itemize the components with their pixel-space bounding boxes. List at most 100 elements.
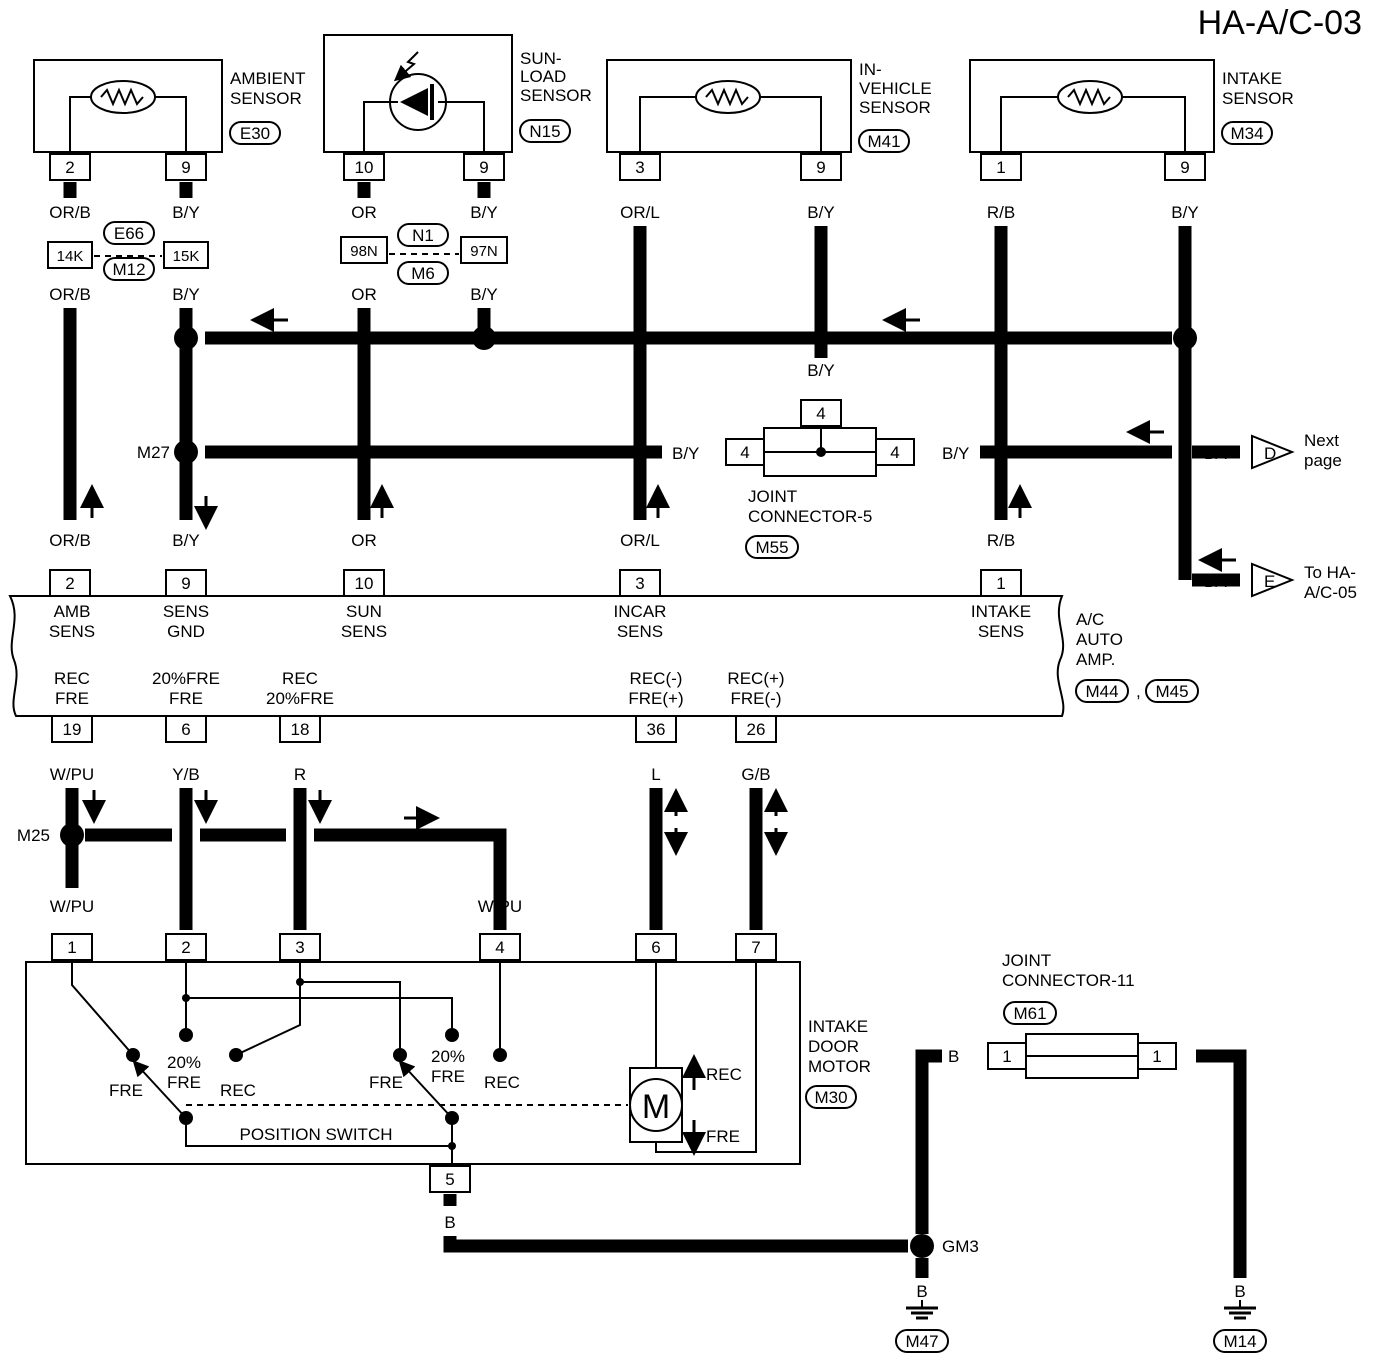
invehicle-sensor-name-2: VEHICLE [859,79,932,98]
wire-color: B [1234,1282,1245,1301]
pin-label: 10 [355,574,374,593]
amp-name-1: A/C [1076,610,1104,629]
pin-label: 4 [816,404,825,423]
connector-id: N1 [412,226,434,245]
motor-dir-rec: REC [706,1065,742,1084]
jc5-name-2: CONNECTOR-5 [748,507,872,526]
splice-m27-label: M27 [137,443,170,462]
thermistor-icon [1057,80,1123,114]
sunload-connector-id: N15 [529,122,560,141]
motor-box [25,961,801,1165]
wire-color: OR/B [49,203,91,222]
wire-color: B/Y [470,203,497,222]
amp-pin-function: INCAR [614,602,667,621]
pin-label: 97N [470,243,498,260]
pin-label: 98N [350,243,378,260]
wire-color: OR/B [49,285,91,304]
switch-label: REC [484,1073,520,1092]
switch-label: FRE [109,1081,143,1100]
invehicle-sensor-name-1: IN- [859,60,882,79]
splice-dot [472,326,496,350]
connector-badge [745,535,799,559]
wire-color: B/Y [470,285,497,304]
amp-pin-function: SENS [49,622,95,641]
connector-badge [1003,1001,1057,1025]
pin-label: 4 [890,443,899,462]
wire-color: B/Y [1171,203,1198,222]
pin-label: 18 [291,720,310,739]
connector-id: M55 [755,538,788,557]
amp-pin-function: REC [282,669,318,688]
amp-pin-function: SUN [346,602,382,621]
wire-color: G/B [741,765,770,784]
pin-label: 14K [57,248,84,265]
amp-pin-function: FRE [169,689,203,708]
wire-color: L [651,765,660,784]
wire-color: B [444,1213,455,1232]
intake-sensor-name-1: INTAKE [1222,69,1282,88]
ambient-sensor-name-1: AMBIENT [230,69,306,88]
pin-label: 9 [816,158,825,177]
wire-color: W/PU [50,897,94,916]
offpage-text: To HA- [1304,563,1356,582]
amp-pin-function: REC [54,669,90,688]
sunload-connector-badge [519,119,571,143]
splice-dot [910,1234,934,1258]
upper-wires [63,182,1240,587]
ambient-connector-id: E30 [240,124,270,143]
invehicle-connector-badge [858,129,910,153]
connector-separator: , [1136,682,1141,701]
wire-color: B/Y [172,285,199,304]
intake-connector-badge [1221,121,1273,145]
ac-auto-amp: OR/B B/Y OR OR/L R/B 2 9 10 3 1 AMB SENS… [8,531,1199,743]
pin-label: 19 [63,720,82,739]
connector-badge [103,257,155,281]
ground-connector-right: M14 [1223,1332,1256,1351]
connector-id: M45 [1155,682,1188,701]
pin-label: 7 [751,938,760,957]
connector-badge [805,1085,857,1109]
photodiode-icon [389,73,447,131]
jc5-name-1: JOINT [748,487,797,506]
thermistor-icon [695,80,761,114]
wire-color: OR/L [620,531,660,550]
wire-color: OR/B [49,531,91,550]
wire-color: W/PU [478,897,522,916]
joint-connector-11: JOINT CONNECTOR-11 M61 1 1 B B [948,951,1211,1079]
ambient-sensor-name-2: SENSOR [230,89,302,108]
pin-label: 36 [647,720,666,739]
ambient-sensor-box [33,59,223,153]
wire-color: W/PU [50,765,94,784]
connector-badge [397,261,449,285]
connector-badge [1075,679,1129,703]
connector-badge [103,221,155,245]
intake-connector-id: M34 [1230,124,1263,143]
jc11-name-1: JOINT [1002,951,1051,970]
intake-sensor-name-2: SENSOR [1222,89,1294,108]
splice-dot [1173,326,1197,350]
pin-label: 1 [996,158,1005,177]
splice-dot [60,823,84,847]
offpage-letter: E [1264,572,1275,591]
sunload-sensor-name-1: SUN- [520,49,562,68]
motor-dir-fre: FRE [706,1127,740,1146]
switch-label: REC [220,1081,256,1100]
amp-pin-function: 20%FRE [152,669,220,688]
connector-badge [1145,679,1199,703]
wire-color: R/B [987,531,1015,550]
pin-label: 5 [445,1170,454,1189]
motor-icon [629,1078,683,1132]
pin-label: 10 [355,158,374,177]
amp-pin-function: GND [167,622,205,641]
amp-pin-function: 20%FRE [266,689,334,708]
motor-name-2: DOOR [808,1037,859,1056]
wire-color: B/Y [172,203,199,222]
wire-color: R [294,765,306,784]
invehicle-connector-id: M41 [867,132,900,151]
invehicle-sensor: IN- VEHICLE SENSOR M41 [606,59,932,153]
wire-color: Y/B [172,765,199,784]
offpage-text: page [1304,451,1342,470]
sensor-pins: 2 9 10 9 3 9 1 9 [49,153,1206,181]
wire-color: B/Y [807,361,834,380]
amp-pin-function: FRE(-) [731,689,782,708]
